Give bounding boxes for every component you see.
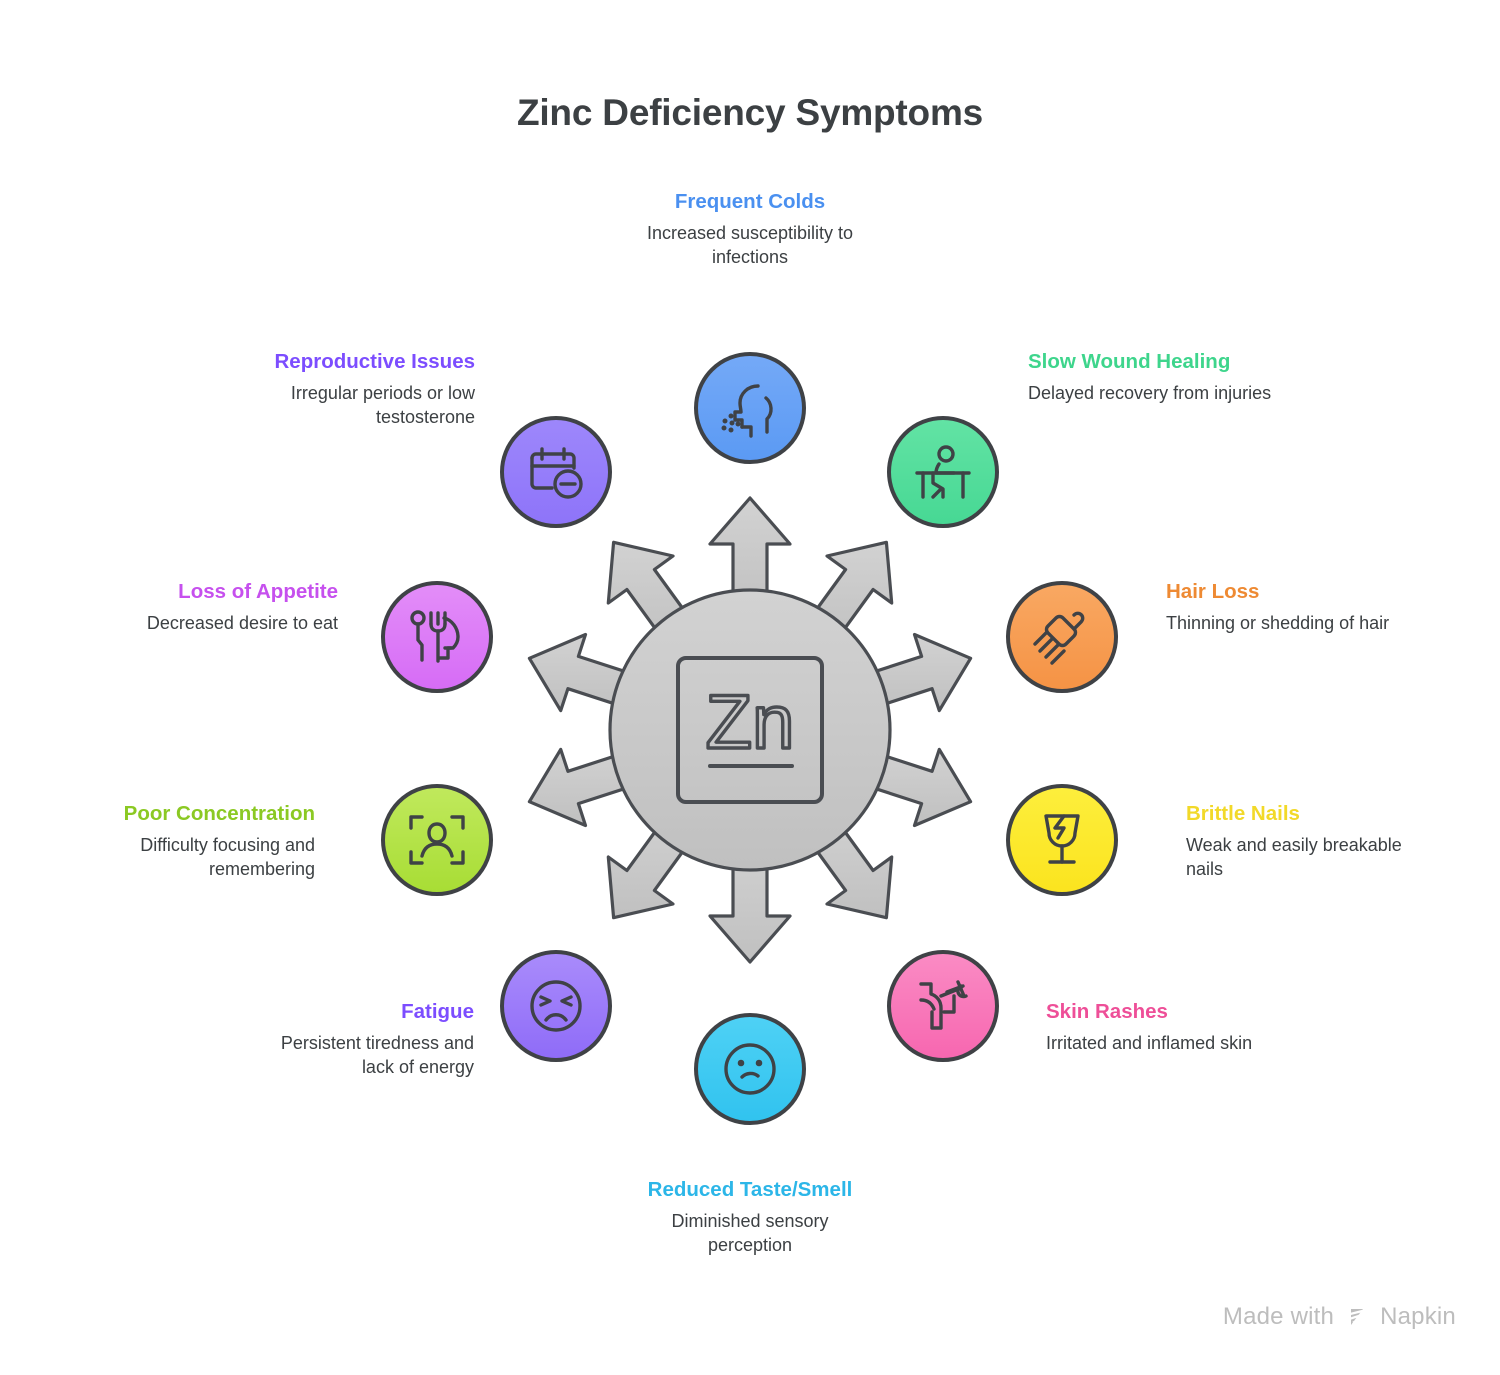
symptom-icon-slow-wound-healing[interactable] (887, 416, 999, 528)
focus-person-icon (405, 808, 469, 872)
symptom-icon-hair-loss[interactable] (1006, 581, 1118, 693)
napkin-logo-icon (1351, 1309, 1364, 1325)
element-box (676, 656, 824, 804)
symptom-icon-loss-of-appetite[interactable] (381, 581, 493, 693)
symptom-icon-frequent-colds[interactable] (694, 352, 806, 464)
central-hub: Zn (510, 490, 990, 970)
symptom-title-poor-concentration: Poor Concentration (123, 802, 315, 825)
physical-therapy-icon (911, 440, 975, 504)
watermark-prefix: Made with (1222, 1303, 1335, 1330)
symptom-title-reproductive-issues: Reproductive Issues (274, 350, 475, 373)
rash-arm-icon (911, 974, 975, 1038)
symptom-desc-fatigue: Persistent tiredness and lack of energy (280, 1033, 474, 1077)
symptom-desc-frequent-colds: Increased susceptibility to infections (646, 223, 854, 267)
symptom-title-loss-of-appetite: Loss of Appetite (178, 580, 338, 603)
symptom-desc-slow-wound-healing: Delayed recovery from injuries (1028, 383, 1272, 403)
symptom-desc-loss-of-appetite: Decreased desire to eat (146, 613, 338, 633)
symptom-icon-reduced-taste-smell[interactable] (694, 1013, 806, 1125)
symptom-title-slow-wound-healing: Slow Wound Healing (1028, 350, 1231, 373)
confused-face-icon (718, 1037, 782, 1101)
symptom-icon-brittle-nails[interactable] (1006, 784, 1118, 896)
symptom-title-skin-rashes: Skin Rashes (1046, 1000, 1168, 1023)
symptom-desc-skin-rashes: Irritated and inflamed skin (1046, 1033, 1253, 1053)
sneezing-head-icon (718, 376, 782, 440)
symptom-desc-reduced-taste-smell: Diminished sensory perception (671, 1211, 829, 1255)
symptom-title-frequent-colds: Frequent Colds (674, 190, 826, 213)
symptom-desc-reproductive-issues: Irregular periods or low testosterone (290, 383, 475, 427)
tired-face-icon (524, 974, 588, 1038)
napkin-watermark: Made with Napkin (1223, 1303, 1456, 1331)
symptom-title-brittle-nails: Brittle Nails (1186, 802, 1300, 825)
symptom-desc-hair-loss: Thinning or shedding of hair (1166, 613, 1390, 633)
symptom-title-fatigue: Fatigue (401, 1000, 474, 1023)
watermark-brand: Napkin (1380, 1303, 1456, 1330)
symptom-desc-brittle-nails: Weak and easily breakable nails (1186, 835, 1402, 879)
cutlery-head-icon (405, 605, 469, 669)
hub-graphic: Zn (527, 496, 973, 964)
symptom-icon-skin-rashes[interactable] (887, 950, 999, 1062)
symptom-icon-reproductive-issues[interactable] (500, 416, 612, 528)
calendar-minus-icon (524, 440, 588, 504)
page-title: Zinc Deficiency Symptoms (516, 92, 984, 133)
symptom-title-reduced-taste-smell: Reduced Taste/Smell (647, 1178, 853, 1201)
symptom-title-hair-loss: Hair Loss (1166, 580, 1260, 603)
hair-brush-icon (1030, 605, 1094, 669)
broken-glass-icon (1030, 808, 1094, 872)
element-symbol: Zn (706, 680, 795, 765)
symptom-icon-poor-concentration[interactable] (381, 784, 493, 896)
symptom-desc-poor-concentration: Difficulty focusing and remembering (140, 835, 315, 879)
symptom-icon-fatigue[interactable] (500, 950, 612, 1062)
